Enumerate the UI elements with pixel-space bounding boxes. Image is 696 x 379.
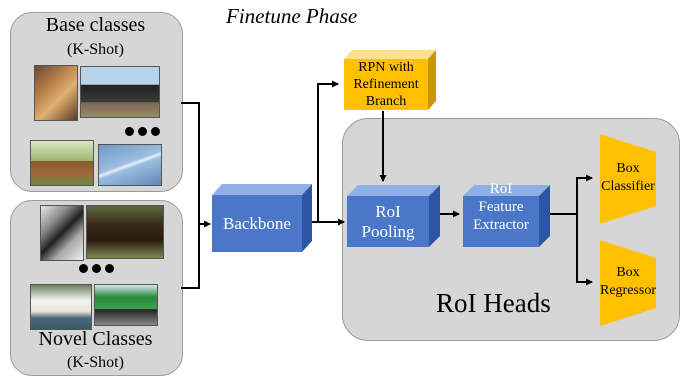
rpn-label-line3: Branch xyxy=(365,94,407,109)
ellipsis-dot xyxy=(125,127,134,136)
base-classes-label: Base classes xyxy=(45,14,146,36)
base-classes-kshot: (K-Shot) xyxy=(67,41,124,58)
ellipsis-dot xyxy=(151,127,160,136)
airplane-photo xyxy=(98,144,162,186)
box-regressor-label-line1: Box xyxy=(616,265,640,280)
roi-feature-label-line2: Feature xyxy=(478,199,524,215)
ellipsis-dot xyxy=(79,264,88,273)
novel-classes-kshot: (K-Shot) xyxy=(67,354,124,371)
rpn-label-line1: RPN with xyxy=(358,60,414,75)
roi-pooling-label-line2: Pooling xyxy=(361,222,415,241)
pelican-photo xyxy=(30,284,92,330)
rpn-label-line2: Refinement xyxy=(353,77,419,92)
box-classifier-label-line2: Classifier xyxy=(601,179,655,194)
roi-pooling-label-line1: RoI xyxy=(375,202,401,221)
backbone-label: Backbone xyxy=(223,214,291,233)
novel-classes-label: Novel Classes xyxy=(38,328,153,350)
cat-photo xyxy=(34,65,78,121)
roi-heads-label: RoI Heads xyxy=(436,288,551,318)
horse-rider-photo xyxy=(30,140,94,186)
motorcycle-photo xyxy=(40,205,84,261)
ellipsis-dot xyxy=(138,127,147,136)
box-regressor-label-line2: Regressor xyxy=(600,283,656,298)
locomotive-photo xyxy=(80,66,160,118)
box-classifier-label-line1: Box xyxy=(616,161,640,176)
diagram-title: Finetune Phase xyxy=(226,4,358,28)
base-to-backbone-connector xyxy=(181,102,200,289)
bus-photo xyxy=(94,284,158,326)
roi-feature-label-line3: Extractor xyxy=(473,217,529,233)
roi-feature-label-line1: RoI xyxy=(489,181,513,197)
ellipsis-dot xyxy=(92,264,101,273)
ellipsis-dot xyxy=(105,264,114,273)
cow-photo xyxy=(86,205,164,259)
backbone-to-rpn-arrow xyxy=(304,80,339,223)
